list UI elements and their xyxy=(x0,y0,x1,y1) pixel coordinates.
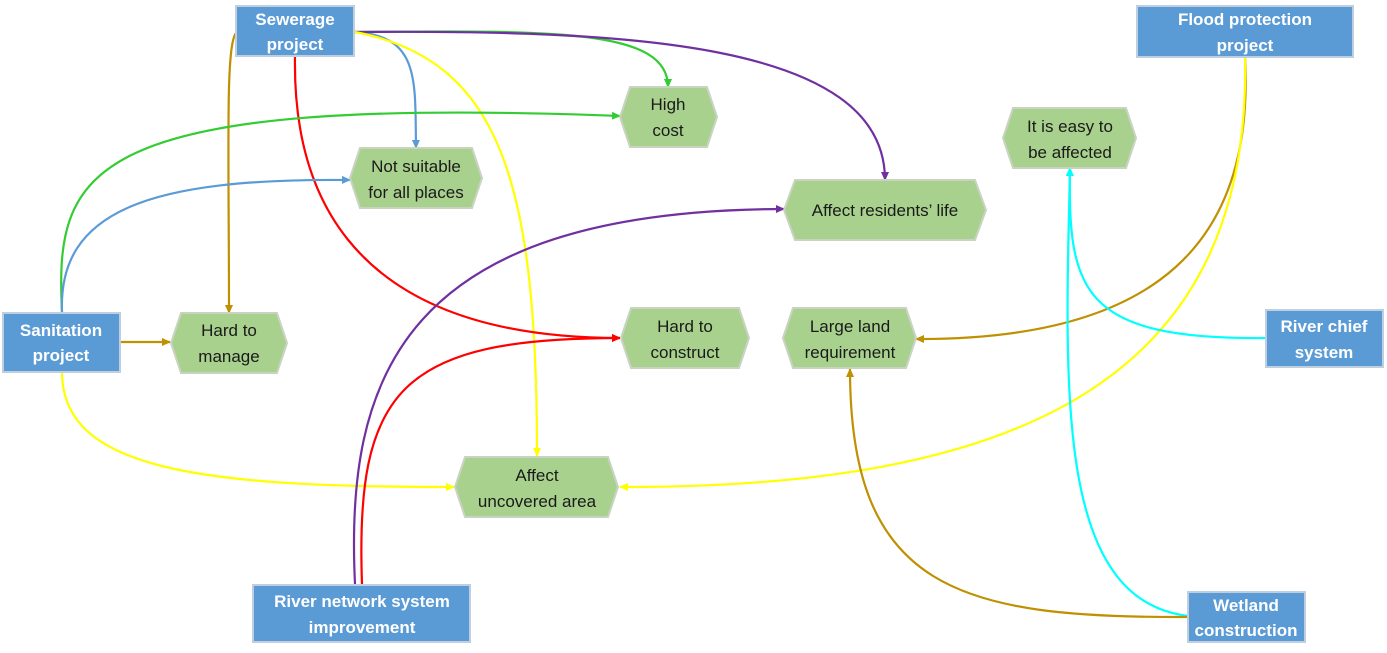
edge-flood-uncovered-area xyxy=(619,56,1247,492)
edge-sewerage-residents-life xyxy=(354,30,889,181)
edge-wetland-land-requirement xyxy=(846,368,1189,619)
issue-land-requirement: Large land requirement xyxy=(781,307,918,369)
project-sanitation: Sanitation project xyxy=(2,312,121,373)
issue-not-suitable: Not suitable for all places xyxy=(348,147,484,209)
project-wetland-line-2: construction xyxy=(1195,621,1298,640)
edge-river-chief-easy-affected xyxy=(1065,167,1267,340)
edge-wetland-easy-affected xyxy=(1065,167,1189,618)
project-wetland: Wetland construction xyxy=(1187,591,1306,643)
project-flood-line-2: project xyxy=(1217,36,1274,55)
issue-high-cost-line-1: High xyxy=(651,95,686,114)
project-sewerage-line-1: Sewerage xyxy=(255,10,334,29)
issue-easy-affected: It is easy to be affected xyxy=(1001,107,1138,169)
project-river-chief-line-1: River chief xyxy=(1281,317,1368,336)
project-flood-protection: Flood protection project xyxy=(1136,5,1354,58)
project-wetland-line-1: Wetland xyxy=(1213,596,1279,615)
issue-high-cost-line-2: cost xyxy=(652,121,683,140)
project-river-network-line-2: improvement xyxy=(309,618,416,637)
edge-sewerage-hard-construct xyxy=(293,55,621,342)
project-river-chief-line-2: system xyxy=(1295,343,1354,362)
project-sanitation-line-2: project xyxy=(33,346,90,365)
issue-residents-life: Affect residents’ life xyxy=(782,179,988,241)
edge-sanitation-uncovered-area xyxy=(60,371,455,491)
project-sanitation-line-1: Sanitation xyxy=(20,321,102,340)
project-river-chief: River chief system xyxy=(1265,309,1384,368)
project-river-network-line-1: River network system xyxy=(274,592,450,611)
edge-sewerage-uncovered-area xyxy=(354,30,541,457)
issue-uncovered-area-line-2: uncovered area xyxy=(478,492,597,511)
issue-not-suitable-line-1: Not suitable xyxy=(371,157,461,176)
issue-hard-manage-line-1: Hard to xyxy=(201,321,257,340)
issue-not-suitable-line-2: for all places xyxy=(368,183,463,202)
issue-high-cost: High cost xyxy=(618,86,719,148)
issue-easy-affected-line-2: be affected xyxy=(1028,143,1112,162)
issue-hard-construct-line-2: construct xyxy=(651,343,720,362)
project-sewerage: Sewerage project xyxy=(235,5,355,57)
project-sewerage-line-2: project xyxy=(267,35,324,54)
project-flood-line-1: Flood protection xyxy=(1178,10,1312,29)
issue-land-requirement-line-1: Large land xyxy=(810,317,890,336)
issue-uncovered-area: Affect uncovered area xyxy=(453,456,620,518)
edge-river-network-residents-life xyxy=(352,205,785,585)
edge-sewerage-not-suitable xyxy=(354,30,420,149)
issue-uncovered-area-line-1: Affect xyxy=(515,466,558,485)
issue-easy-affected-line-1: It is easy to xyxy=(1027,117,1113,136)
edge-sewerage-hard-manage xyxy=(224,31,238,314)
issue-hard-manage-line-2: manage xyxy=(198,347,259,366)
issue-hard-manage: Hard to manage xyxy=(169,312,289,374)
issue-hard-construct: Hard to construct xyxy=(619,307,751,369)
project-river-network: River network system improvement xyxy=(252,584,471,643)
issue-land-requirement-line-2: requirement xyxy=(805,343,896,362)
edge-sanitation-high-cost xyxy=(60,111,621,313)
edge-river-network-hard-construct xyxy=(360,334,621,585)
edge-sanitation-not-suitable xyxy=(60,175,351,313)
issue-hard-construct-line-1: Hard to xyxy=(657,317,713,336)
issue-residents-life-line-1: Affect residents’ life xyxy=(812,201,958,220)
